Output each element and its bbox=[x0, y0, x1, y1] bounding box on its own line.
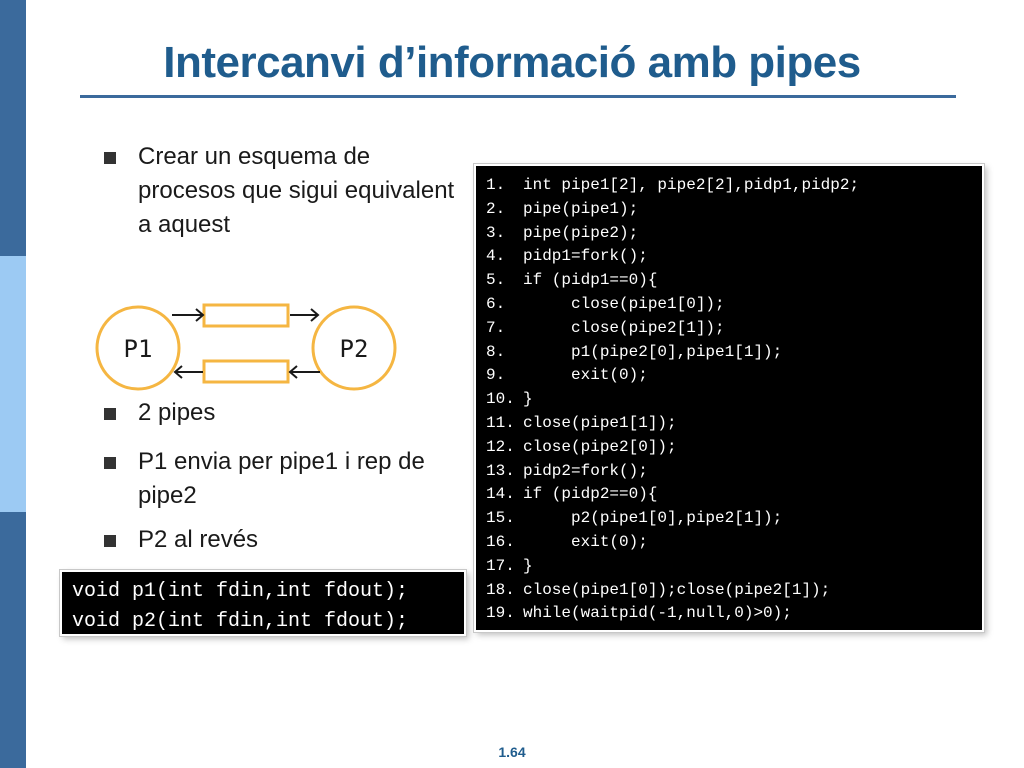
side-accent-bar-bottom bbox=[0, 512, 26, 768]
side-accent-bar-middle bbox=[0, 256, 26, 512]
bullet-item: P1 envia per pipe1 i rep de pipe2 bbox=[104, 445, 464, 513]
pipe1-rect bbox=[202, 303, 290, 328]
bullet-text: P2 al revés bbox=[138, 526, 259, 553]
code-line: 13.pidp2=fork(); bbox=[486, 461, 648, 480]
code-line: 1.int pipe1[2], pipe2[2],pidp1,pidp2; bbox=[486, 176, 860, 194]
arrow-left-icon bbox=[173, 365, 320, 379]
page-number: 1.64 bbox=[498, 744, 526, 760]
code-line: 2.pipe(pipe1); bbox=[486, 199, 639, 218]
square-bullet-icon bbox=[104, 457, 116, 469]
function-prototypes-box: void p1(int fdin,int fdout); void p2(int… bbox=[60, 570, 466, 636]
code-line: 5.if (pidp1==0){ bbox=[486, 271, 658, 290]
code-line: 10.} bbox=[486, 390, 533, 409]
bullet-text: Crear un esquema de procesos que sigui e… bbox=[138, 143, 455, 238]
code-line: 18.close(pipe1[0]);close(pipe2[1]); bbox=[486, 580, 831, 599]
arrow-right-icon bbox=[172, 308, 320, 322]
node-label-p2: P2 bbox=[340, 335, 369, 363]
bullet-text: 2 pipes bbox=[138, 399, 216, 426]
code-line: 15. p2(pipe1[0],pipe2[1]); bbox=[486, 509, 783, 528]
code-line: 6. close(pipe1[0]); bbox=[486, 294, 725, 313]
code-line: 9. exit(0); bbox=[486, 366, 648, 385]
code-line: 16. exit(0); bbox=[486, 532, 648, 551]
process-node-p1 bbox=[95, 305, 181, 391]
pipe2-rect bbox=[202, 359, 290, 384]
square-bullet-icon bbox=[104, 408, 116, 420]
code-line: 8. p1(pipe2[0],pipe1[1]); bbox=[486, 342, 783, 361]
prototype-line: void p2(int fdin,int fdout); bbox=[72, 610, 409, 633]
code-line: 4.pidp1=fork(); bbox=[486, 247, 648, 266]
bullet-item: Crear un esquema de procesos que sigui e… bbox=[104, 140, 464, 242]
code-line: 19.while(waitpid(-1,null,0)>0); bbox=[486, 604, 792, 623]
bullet-item: 2 pipes bbox=[104, 396, 464, 430]
bullet-item: P2 al revés bbox=[104, 523, 464, 557]
title-divider bbox=[80, 95, 956, 98]
square-bullet-icon bbox=[104, 535, 116, 547]
code-line: 11.close(pipe1[1]); bbox=[486, 413, 677, 432]
code-line: 14.if (pidp2==0){ bbox=[486, 485, 658, 504]
prototype-line: void p1(int fdin,int fdout); bbox=[72, 580, 409, 603]
process-pipe-diagram: P1 P2 bbox=[95, 303, 397, 391]
code-line: 7. close(pipe2[1]); bbox=[486, 318, 725, 337]
side-accent-bar-top bbox=[0, 0, 26, 256]
code-listing-box: 1.int pipe1[2], pipe2[2],pidp1,pidp2; 2.… bbox=[474, 164, 984, 632]
code-line: 3.pipe(pipe2); bbox=[486, 223, 639, 242]
process-node-p2 bbox=[311, 305, 397, 391]
bullet-text: P1 envia per pipe1 i rep de pipe2 bbox=[138, 448, 425, 509]
square-bullet-icon bbox=[104, 152, 116, 164]
code-line: 17.} bbox=[486, 556, 533, 575]
code-line: 12.close(pipe2[0]); bbox=[486, 437, 677, 456]
slide-title: Intercanvi d’informació amb pipes bbox=[163, 38, 861, 87]
node-label-p1: P1 bbox=[124, 335, 153, 363]
